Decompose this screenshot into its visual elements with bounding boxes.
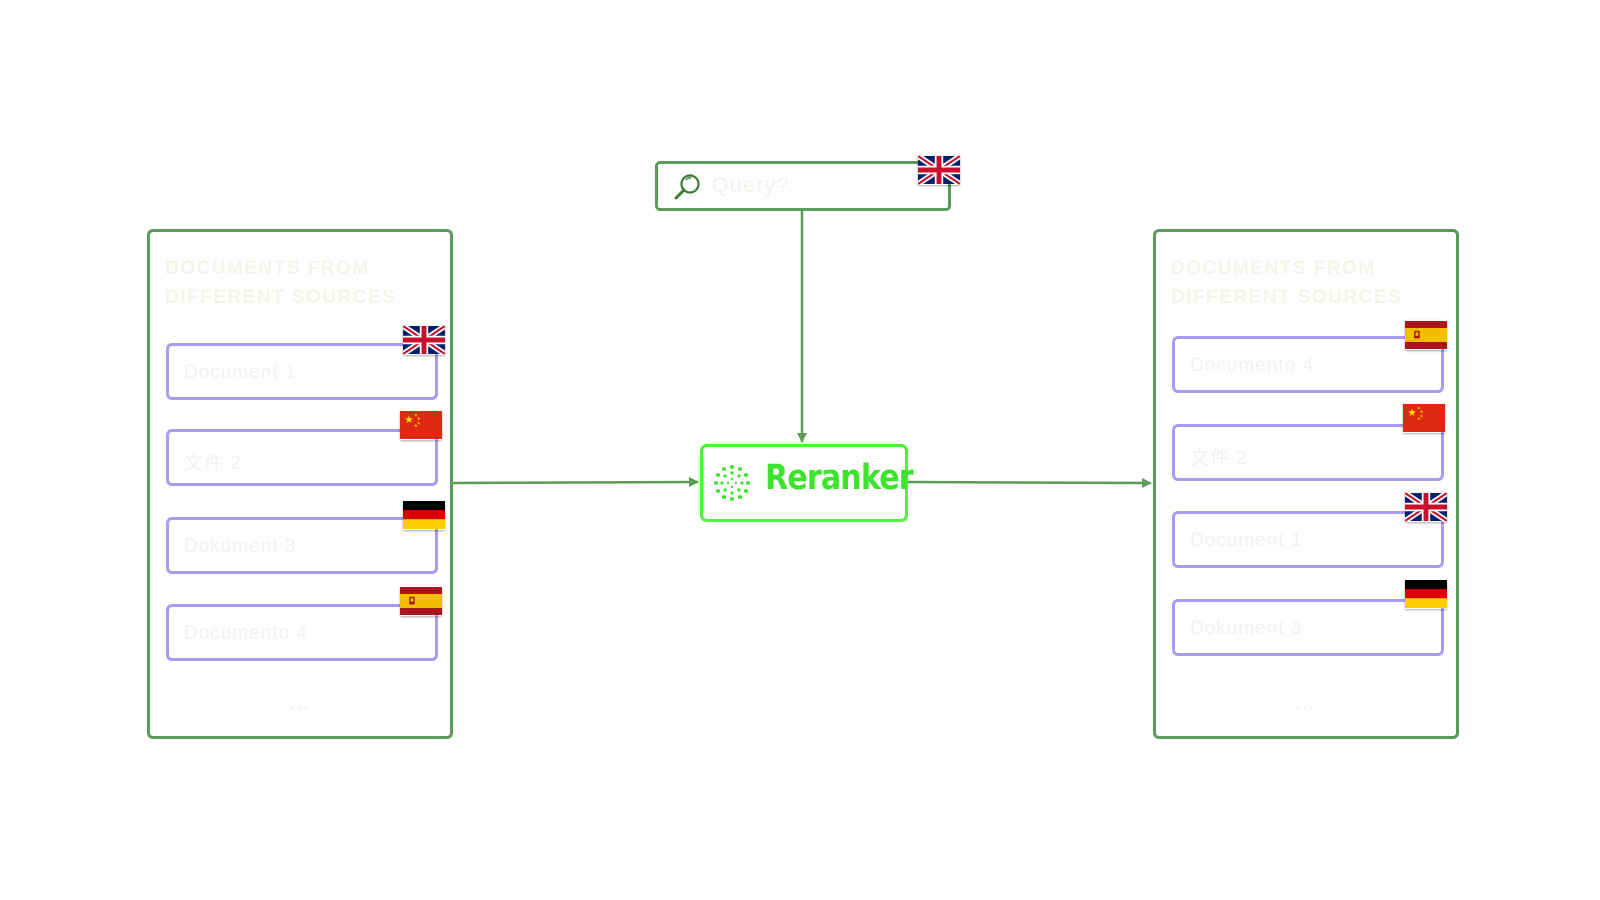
document-label: Document 1 [184,362,297,383]
svg-text:★: ★ [1417,416,1421,421]
query-placeholder: Query? [712,174,790,197]
svg-text:★: ★ [414,413,418,418]
spain-flag-icon [1405,320,1447,350]
search-icon [674,174,700,200]
svg-text:★: ★ [1417,406,1421,411]
uk-flag-icon [1405,492,1447,522]
germany-flag-icon [1405,579,1447,609]
document-card[interactable]: Documento 4 [1172,336,1444,393]
document-label: Documento 4 [184,623,309,644]
document-label: Dokument 3 [1190,618,1303,639]
document-card[interactable]: Dokument 3 [166,517,438,574]
svg-text:★: ★ [1420,409,1424,414]
panel-title: DOCUMENTS FROM DIFFERENT SOURCES [165,258,397,308]
uk-flag-icon [403,325,445,355]
germany-flag-icon [403,500,445,530]
reranker-logo-icon [714,465,750,501]
document-label: Dokument 3 [184,536,297,557]
svg-text:★: ★ [1407,407,1416,419]
reranker-node: Reranker [700,444,914,522]
input-to-reranker-arrow [452,477,699,488]
svg-text:★: ★ [414,423,418,428]
document-label: Documento 4 [1190,355,1315,376]
svg-text:★: ★ [417,420,421,425]
china-flag-icon: ★★★★★ [1403,403,1445,433]
ranked-documents-panel: DOCUMENTS FROM DIFFERENT SOURCES Documen… [1153,229,1459,739]
china-flag-icon: ★★★★★ [400,410,442,440]
document-label: 文件 2 [184,453,242,474]
svg-text:★: ★ [1420,413,1424,418]
svg-text:★: ★ [404,414,413,426]
reranker-to-output-arrow [907,477,1152,488]
document-card[interactable]: 文件 2 [1172,424,1444,481]
document-card[interactable]: Dokument 3 [1172,599,1444,656]
uk-flag-icon [918,155,960,185]
more-documents-ellipsis: ... [1295,693,1317,713]
more-documents-ellipsis: ... [289,693,311,713]
svg-text:★: ★ [417,416,421,421]
input-documents-panel: DOCUMENTS FROM DIFFERENT SOURCES Documen… [147,229,453,739]
document-card[interactable]: Documento 4 [166,604,438,661]
query-box[interactable]: Query? [655,161,951,211]
document-card[interactable]: Document 1 [166,343,438,400]
reranker-label: Reranker [765,458,914,498]
panel-title: DOCUMENTS FROM DIFFERENT SOURCES [1171,258,1403,308]
document-label: Document 1 [1190,530,1303,551]
document-label: 文件 2 [1190,448,1248,469]
spain-flag-icon [400,586,442,616]
document-card[interactable]: Document 1 [1172,511,1444,568]
document-card[interactable]: 文件 2 [166,429,438,486]
